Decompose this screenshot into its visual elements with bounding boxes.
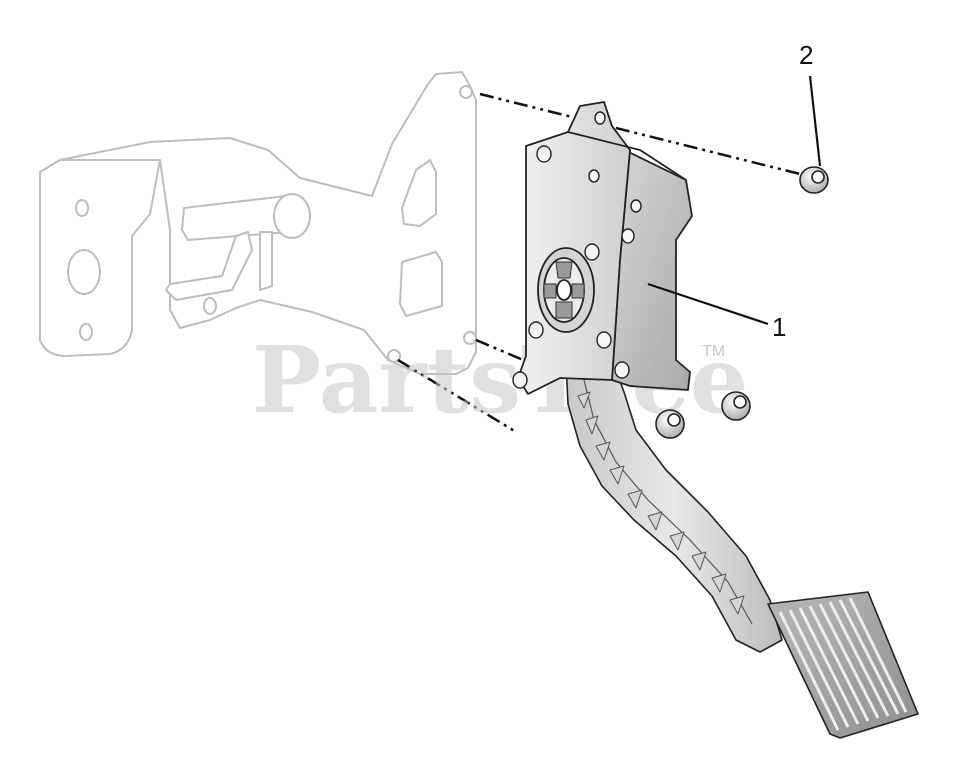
flange-nut (721, 391, 751, 421)
flange-nut-callout-2 (799, 166, 829, 194)
flange-nut (655, 409, 685, 439)
callout-number-2: 2 (799, 40, 813, 70)
alignment-lines (397, 92, 809, 434)
pedal-pad (767, 591, 919, 739)
pedal-sensor-housing (512, 101, 693, 395)
leader-line-1 (647, 282, 769, 326)
watermark-trademark: TM (702, 343, 725, 360)
callout-leaders (647, 75, 822, 326)
pedal-arm (565, 359, 783, 653)
callout-number-1: 1 (772, 312, 786, 342)
mounting-bracket (39, 71, 477, 375)
leader-line-2 (808, 75, 822, 167)
